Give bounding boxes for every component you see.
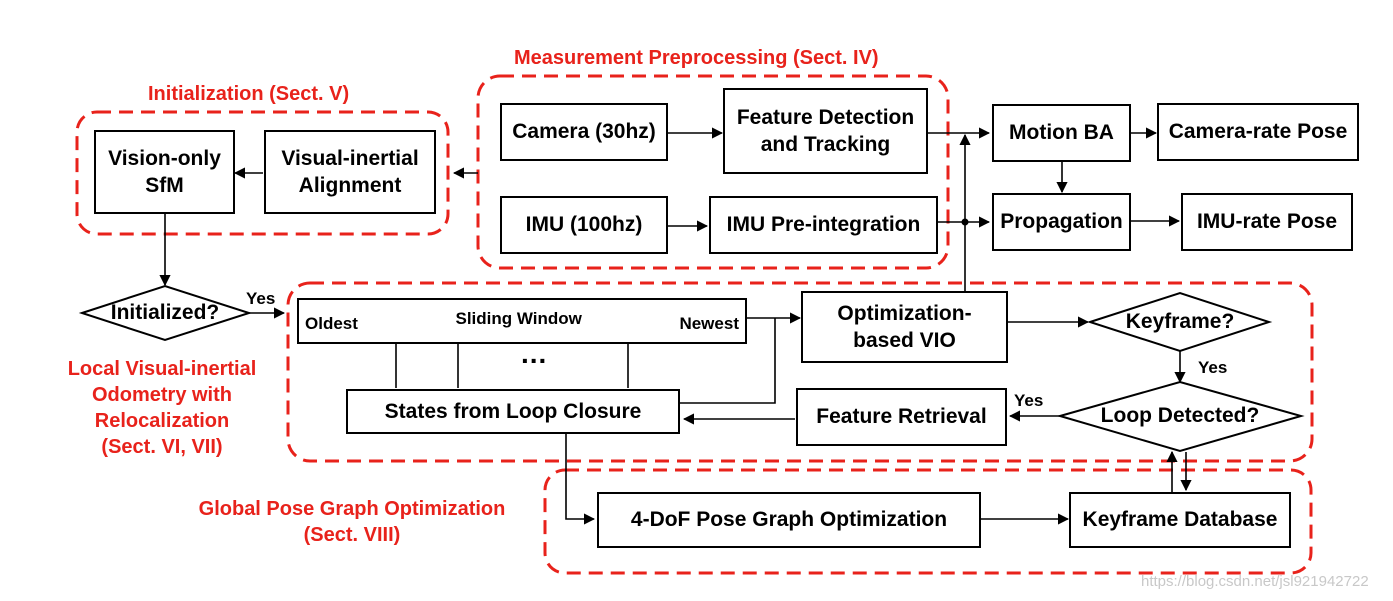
pose-graph-optimization-node: 4-DoF Pose Graph Optimization [597,492,981,548]
initialized-diamond [78,284,253,342]
optimization-vio-node: Optimization- based VIO [801,291,1008,363]
keyframe-label: Keyframe? [1125,310,1235,333]
imu-rate-pose-node: IMU-rate Pose [1181,193,1353,251]
feature-detection-node: Feature Detection and Tracking [723,88,928,174]
group-border-global-pgo [543,468,1313,575]
sliding-window-newest: Newest [679,313,739,333]
group-border-initialization [75,110,450,236]
states-loop-closure-node: States from Loop Closure [346,389,680,434]
edge-label-yes-initialized: Yes [246,289,276,308]
vision-only-sfm-node: Vision-only SfM [94,130,235,214]
propagation-node: Propagation [992,193,1131,251]
edge-label-yes-keyframe: Yes [1198,358,1228,377]
imu-preintegration-node: IMU Pre-integration [709,196,938,254]
initialized-label: Initialized? [110,301,220,324]
keyframe-diamond [1086,291,1273,353]
edge-states-vio [680,318,776,404]
keyframe-database-node: Keyframe Database [1069,492,1291,548]
group-label-initialization: Initialization (Sect. V) [148,83,350,105]
edge-states-posegraph [565,432,596,525]
loop-detected-label: Loop Detected? [1100,404,1260,427]
camera-node: Camera (30hz) [500,103,668,161]
junction-dot [961,218,969,226]
group-border-measurement [476,74,950,270]
sliding-window-title: Sliding Window [455,308,582,328]
group-border-local-vio [286,281,1314,463]
edge-label-yes-loop: Yes [1014,391,1044,410]
motion-ba-node: Motion BA [992,104,1131,162]
group-label-global-pgo: Global Pose Graph Optimization (Sect. VI… [198,498,506,546]
imu-node: IMU (100hz) [500,196,668,254]
group-label-measurement: Measurement Preprocessing (Sect. IV) [514,47,879,69]
sliding-window-box: Oldest Sliding Window Newest [297,298,747,344]
camera-rate-pose-node: Camera-rate Pose [1157,103,1359,161]
watermark-url: https://blog.csdn.net/jsl921942722 [1141,573,1369,590]
sliding-window-oldest: Oldest [305,313,358,333]
feature-retrieval-node: Feature Retrieval [796,388,1007,446]
group-label-local-vio: Local Visual-inertial Odometry with Relo… [67,358,257,458]
loop-detected-diamond [1056,380,1305,453]
visual-inertial-alignment-node: Visual-inertial Alignment [264,130,436,214]
sliding-window-ellipsis: ... [521,338,548,369]
